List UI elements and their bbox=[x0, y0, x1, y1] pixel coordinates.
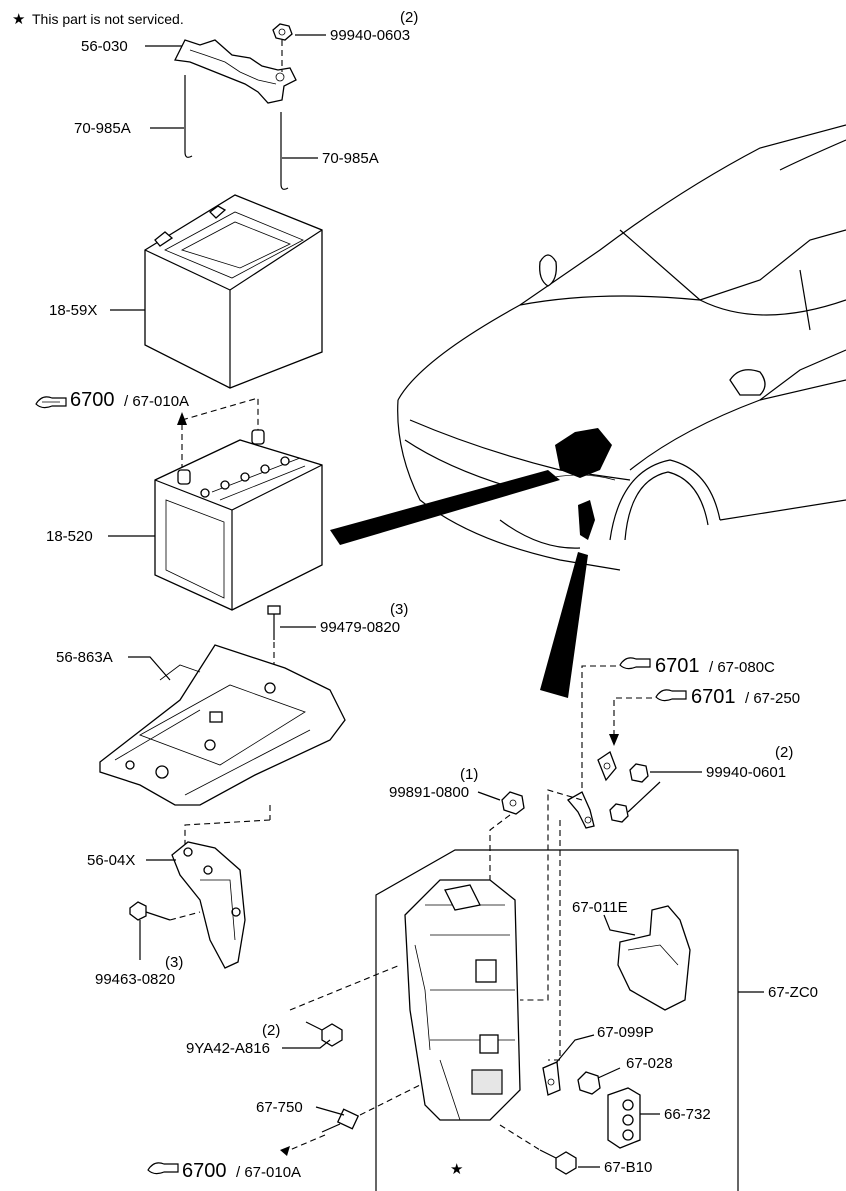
label-99463-0820-qty: (3) bbox=[165, 954, 183, 971]
label-67-750: 67-750 bbox=[256, 1099, 303, 1116]
label-99891-0800-qty: (1) bbox=[460, 766, 478, 783]
vehicle-illustration bbox=[397, 124, 846, 571]
hold-down-rod-left bbox=[184, 75, 193, 158]
label-99479-0820: 99479-0820 bbox=[320, 619, 400, 636]
terminal-icon bbox=[567, 751, 617, 829]
star-not-serviced: ★ bbox=[450, 1161, 463, 1178]
ref-6701-b-main: 6701 bbox=[691, 686, 736, 708]
fuse-icon bbox=[321, 1108, 360, 1133]
bolt-icon bbox=[539, 1149, 577, 1175]
bolt-icon bbox=[305, 1021, 343, 1047]
hold-down-rod-right bbox=[280, 112, 289, 190]
bolt-icon bbox=[129, 901, 171, 921]
label-67-011E: 67-011E bbox=[572, 899, 628, 916]
battery bbox=[154, 429, 323, 611]
note-text: This part is not serviced. bbox=[32, 11, 184, 27]
battery-insulator-cover bbox=[144, 194, 323, 389]
ref-6700-top-main: 6700 bbox=[70, 389, 115, 411]
note-star: ★ bbox=[12, 11, 25, 28]
pointer-wedge-battery bbox=[330, 470, 560, 545]
reference-arrow-icon bbox=[619, 657, 651, 670]
connector-block bbox=[607, 1087, 641, 1149]
battery-clamp-bracket bbox=[174, 39, 297, 104]
reference-arrow-icon bbox=[35, 396, 67, 409]
label-67-B10: 67-B10 bbox=[604, 1159, 652, 1176]
label-9YA42-A816-qty: (2) bbox=[262, 1022, 280, 1039]
reference-arrow-icon bbox=[655, 689, 687, 702]
nut-icon bbox=[501, 791, 525, 815]
ref-6700-top-sub: / 67-010A bbox=[124, 393, 189, 410]
label-67-099P: 67-099P bbox=[597, 1024, 654, 1041]
label-18-59X: 18-59X bbox=[49, 302, 97, 319]
label-70-985A-right: 70-985A bbox=[322, 150, 379, 167]
ref-6701-a-sub: / 67-080C bbox=[709, 659, 775, 676]
label-56-04X: 56-04X bbox=[87, 852, 135, 869]
label-56-863A: 56-863A bbox=[56, 649, 113, 666]
terminal-clip bbox=[542, 1061, 561, 1096]
nut-icon bbox=[609, 763, 649, 823]
reference-arrow-icon bbox=[147, 1162, 179, 1175]
pointer-wedge-fusebox bbox=[540, 552, 588, 698]
tray-bracket bbox=[171, 841, 246, 969]
battery-tray bbox=[99, 644, 346, 806]
label-99940-0603-qty: (2) bbox=[400, 9, 418, 26]
label-70-985A-left: 70-985A bbox=[74, 120, 131, 137]
label-99940-0601: 99940-0601 bbox=[706, 764, 786, 781]
label-9YA42-A816: 9YA42-A816 bbox=[186, 1040, 270, 1057]
label-67-028: 67-028 bbox=[626, 1055, 673, 1072]
fuse-block-assembly bbox=[404, 879, 521, 1121]
bolt-icon bbox=[267, 605, 281, 640]
ref-6700-bottom-main: 6700 bbox=[182, 1160, 227, 1182]
fuse-block-cover bbox=[617, 905, 691, 1011]
label-56-030: 56-030 bbox=[81, 38, 128, 55]
label-99463-0820: 99463-0820 bbox=[95, 971, 175, 988]
ref-6701-b-sub: / 67-250 bbox=[745, 690, 800, 707]
label-67-ZC0: 67-ZC0 bbox=[768, 984, 818, 1001]
label-99891-0800: 99891-0800 bbox=[389, 784, 469, 801]
label-18-520: 18-520 bbox=[46, 528, 93, 545]
ref-6701-a-main: 6701 bbox=[655, 655, 700, 677]
label-66-732: 66-732 bbox=[664, 1106, 711, 1123]
ref-6700-bottom-sub: / 67-010A bbox=[236, 1164, 301, 1181]
assembly-frame-67-ZC0 bbox=[375, 849, 739, 1191]
nut-icon bbox=[577, 1071, 601, 1095]
nut-icon bbox=[272, 23, 293, 41]
label-99479-0820-qty: (3) bbox=[390, 601, 408, 618]
label-99940-0601-qty: (2) bbox=[775, 744, 793, 761]
label-99940-0603: 99940-0603 bbox=[330, 27, 410, 44]
